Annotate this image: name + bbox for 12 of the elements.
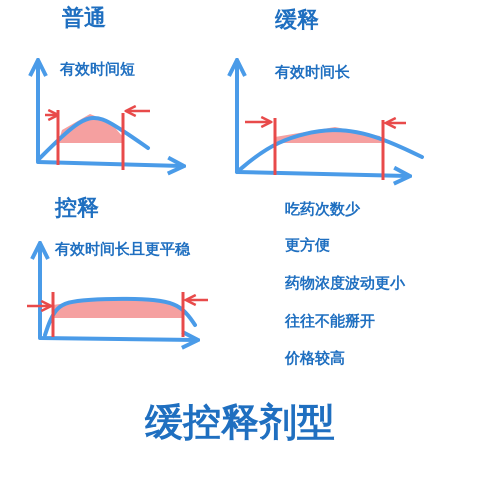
description-text: 有效时间短 (60, 60, 135, 78)
feature-text: 药物浓度波动更小 (285, 274, 405, 292)
description-text: 有效时间长 (275, 63, 350, 81)
section-heading: 缓释 (275, 8, 319, 34)
section-heading: 普通 (62, 6, 106, 32)
feature-text: 吃药次数少 (285, 200, 360, 218)
feature-text: 价格较高 (285, 349, 345, 367)
title: 缓控释剂型 (144, 400, 336, 446)
section-heading: 控释 (55, 196, 99, 222)
feature-text: 更方便 (285, 236, 330, 254)
feature-text: 往往不能掰开 (285, 312, 375, 330)
description-text: 有效时间长且更平稳 (55, 240, 190, 258)
